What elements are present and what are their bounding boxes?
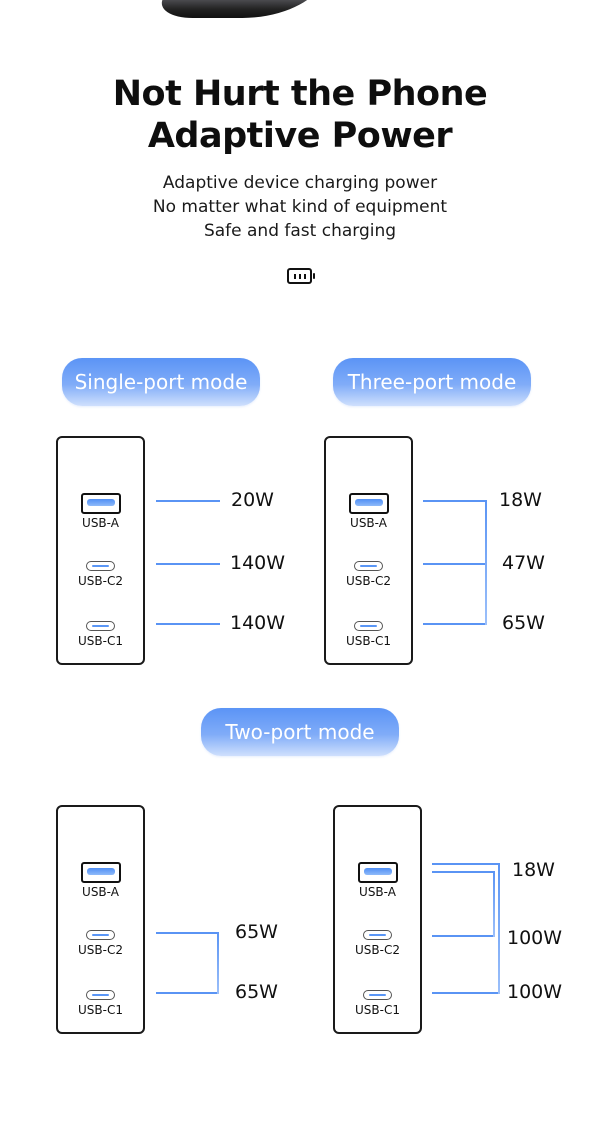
port-label-usb-c1: USB-C1 bbox=[346, 634, 391, 648]
watt-label-usb-c2: 100W bbox=[507, 927, 563, 949]
connector-bracket bbox=[485, 500, 487, 625]
usb-c1-port-icon bbox=[363, 990, 392, 1000]
connector-line bbox=[156, 500, 220, 502]
usb-c1-port-icon bbox=[354, 621, 383, 631]
connector-line bbox=[156, 623, 220, 625]
port-label-usb-c2: USB-C2 bbox=[78, 574, 123, 588]
port-label-usb-c1: USB-C1 bbox=[78, 1003, 123, 1017]
usb-c1-port-icon bbox=[86, 621, 115, 631]
usb-a-port-icon bbox=[349, 493, 389, 514]
battery-icon bbox=[287, 268, 315, 284]
two-port-mode-badge: Two-port mode bbox=[201, 708, 399, 756]
watt-label-usb-c2: 140W bbox=[230, 552, 286, 574]
usb-c2-port-icon bbox=[363, 930, 392, 940]
watt-label-usb-c1: 100W bbox=[507, 981, 563, 1003]
port-label-usb-c1: USB-C1 bbox=[78, 634, 123, 648]
watt-label-usb-c2: 47W bbox=[502, 552, 545, 574]
connector-bracket bbox=[493, 871, 495, 937]
connector-bracket bbox=[217, 932, 219, 994]
usb-a-port-icon bbox=[81, 493, 121, 514]
port-label-usb-c1: USB-C1 bbox=[355, 1003, 400, 1017]
usb-c1-port-icon bbox=[86, 990, 115, 1000]
subtitle-line: Safe and fast charging bbox=[203, 221, 397, 241]
watt-label-usb-a: 18W bbox=[512, 859, 555, 881]
page-title-line2: Adaptive Power bbox=[147, 116, 453, 156]
connector-line bbox=[432, 871, 495, 873]
usb-c2-port-icon bbox=[86, 930, 115, 940]
watt-label-usb-c1: 65W bbox=[235, 981, 278, 1003]
connector-line bbox=[423, 500, 487, 502]
subtitle-line: No matter what kind of equipment bbox=[152, 197, 448, 217]
watt-label-usb-c1: 65W bbox=[502, 612, 545, 634]
connector-line bbox=[156, 932, 219, 934]
port-label-usb-a: USB-A bbox=[350, 516, 387, 530]
connector-line bbox=[156, 992, 219, 994]
usb-a-port-icon bbox=[358, 862, 398, 883]
usb-a-port-icon bbox=[81, 862, 121, 883]
port-label-usb-a: USB-A bbox=[82, 885, 119, 899]
connector-line bbox=[432, 935, 495, 937]
connector-bracket bbox=[498, 863, 500, 994]
page-title-line1: Not Hurt the Phone bbox=[112, 74, 488, 114]
port-label-usb-a: USB-A bbox=[82, 516, 119, 530]
connector-line bbox=[423, 623, 487, 625]
connector-line bbox=[432, 863, 500, 865]
connector-line bbox=[423, 563, 487, 565]
port-label-usb-c2: USB-C2 bbox=[346, 574, 391, 588]
charger-single-port: USB-A USB-C2 USB-C1 bbox=[56, 436, 145, 665]
single-port-mode-badge: Single-port mode bbox=[62, 358, 260, 406]
watt-label-usb-c1: 140W bbox=[230, 612, 286, 634]
subtitle-line: Adaptive device charging power bbox=[162, 173, 438, 193]
usb-c2-port-icon bbox=[86, 561, 115, 571]
watt-label-usb-c2: 65W bbox=[235, 921, 278, 943]
charger-two-port-c2-c1: USB-A USB-C2 USB-C1 bbox=[56, 805, 145, 1034]
usb-c2-port-icon bbox=[354, 561, 383, 571]
watt-label-usb-a: 18W bbox=[499, 489, 542, 511]
charger-two-port-mixed: USB-A USB-C2 USB-C1 bbox=[333, 805, 422, 1034]
charger-three-port: USB-A USB-C2 USB-C1 bbox=[324, 436, 413, 665]
connector-line bbox=[156, 563, 220, 565]
three-port-mode-badge: Three-port mode bbox=[333, 358, 531, 406]
connector-line bbox=[432, 992, 500, 994]
charger-device-image bbox=[152, 0, 334, 18]
watt-label-usb-a: 20W bbox=[231, 489, 274, 511]
port-label-usb-a: USB-A bbox=[359, 885, 396, 899]
port-label-usb-c2: USB-C2 bbox=[355, 943, 400, 957]
port-label-usb-c2: USB-C2 bbox=[78, 943, 123, 957]
